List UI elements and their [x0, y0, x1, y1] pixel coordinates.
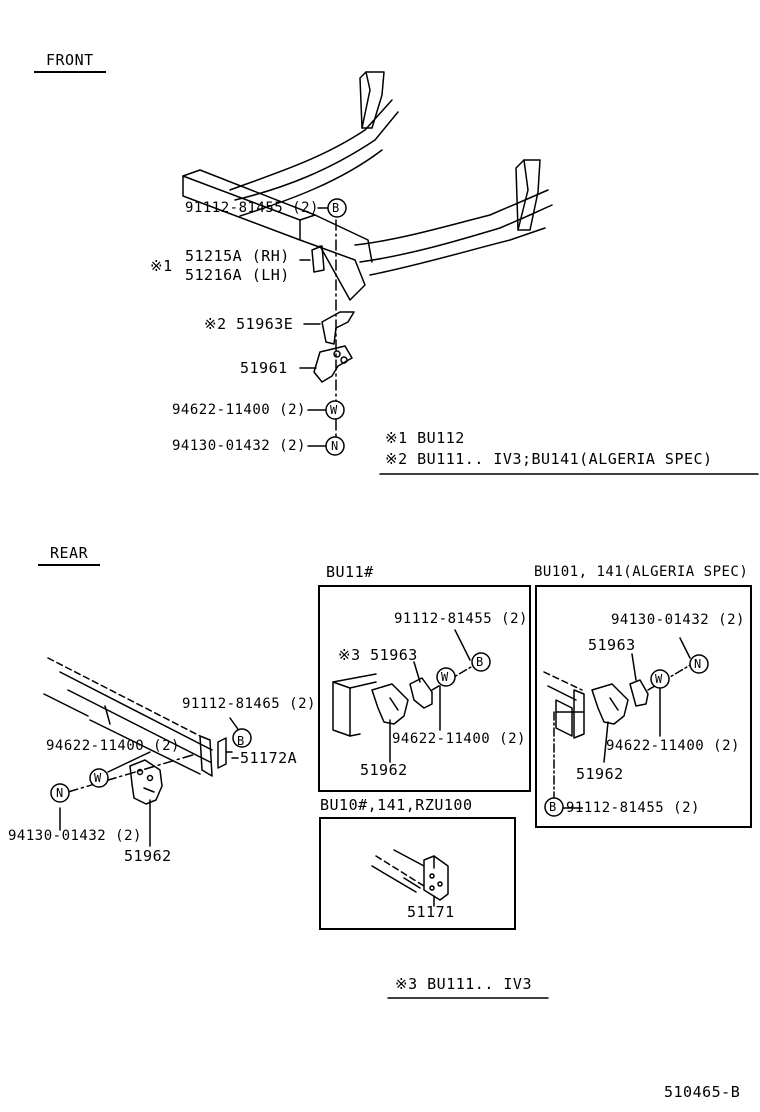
rear-bolt-label: 91112-81465 (2)	[182, 696, 316, 712]
alg-bolt-label: 91112-81455 (2)	[566, 800, 700, 816]
note-3: ※3 BU111.. IV3	[395, 975, 532, 993]
rear-bolt-symbol-letter: B	[237, 734, 245, 748]
alg-hook-label: 51962	[576, 765, 624, 783]
bu11-bracket-label: ※3 51963	[338, 646, 418, 664]
alg-bracket-label: 51963	[588, 636, 636, 654]
front-note-1: ※1 BU112	[385, 429, 465, 447]
alg-nut-symbol-letter: N	[694, 657, 702, 671]
rear-bolt-symbol-icon	[232, 728, 252, 748]
front-bracket-rh-label: 51215A (RH)	[185, 247, 290, 265]
rear-bracket-label: 51172A	[240, 749, 298, 767]
inset-bu10-title: BU10#,141,RZU100	[320, 796, 473, 814]
rear-washer-symbol-icon	[89, 768, 109, 788]
alg-bolt-leader	[563, 807, 583, 809]
rear-frame-drawing	[43, 657, 239, 777]
alg-washer-symbol-letter: W	[655, 672, 663, 686]
rear-nut-symbol-letter: N	[56, 786, 64, 800]
rear-washer-symbol-letter: W	[94, 771, 102, 785]
front-nut-symbol-letter: N	[331, 439, 339, 453]
front-nut-label: 94130-01432 (2)	[172, 438, 306, 454]
inset-bu10-box	[319, 817, 516, 930]
inset-algeria-title: BU101, 141(ALGERIA SPEC)	[534, 564, 749, 580]
front-bracket-mark: ※1	[150, 257, 173, 275]
inset-bu11-title: BU11#	[326, 563, 374, 581]
drawing-number: 510465-B	[664, 1083, 741, 1101]
bu11-hook-label: 51962	[360, 761, 408, 779]
front-washer-symbol-letter: W	[330, 403, 338, 417]
front-bracket-lh-label: 51216A (LH)	[185, 266, 290, 284]
inset-algeria-box	[535, 585, 752, 828]
front-nut-symbol-icon	[325, 436, 345, 456]
bu11-bolt-label: 91112-81455 (2)	[394, 611, 528, 627]
inset-bu11-drawing	[332, 629, 477, 763]
alg-nut-symbol-icon	[689, 654, 709, 674]
front-hook-bracket-label: ※2 51963E	[204, 315, 294, 333]
inset-bu11-box	[318, 585, 531, 792]
alg-bolt-symbol-letter: B	[549, 800, 557, 814]
front-hook-bracket-drawing	[321, 311, 355, 345]
bu11-bolt-symbol-icon	[471, 652, 491, 672]
bu10-bracket-label: 51171	[407, 903, 455, 921]
bu11-washer-label: 94622-11400 (2)	[392, 731, 526, 747]
alg-nut-label: 94130-01432 (2)	[611, 612, 745, 628]
front-section-label: FRONT	[34, 52, 106, 73]
front-washer-symbol-icon	[325, 400, 345, 420]
alg-washer-label: 94622-11400 (2)	[606, 738, 740, 754]
bu11-bolt-symbol-letter: B	[476, 655, 484, 669]
inset-bu10-drawing	[371, 849, 449, 907]
alg-washer-symbol-icon	[650, 669, 670, 689]
rear-section-label: REAR	[38, 545, 101, 566]
rear-hook-drawing	[129, 759, 163, 805]
rear-nut-label: 94130-01432 (2)	[8, 828, 142, 844]
front-bolt-symbol-letter: B	[332, 201, 340, 215]
alg-bolt-symbol-icon	[544, 797, 564, 817]
bu11-washer-symbol-icon	[436, 667, 456, 687]
front-hook-drawing	[313, 345, 353, 383]
rear-washer-label: 94622-11400 (2)	[46, 738, 180, 754]
front-bolt-label: 91112-81455 (2)	[185, 200, 319, 216]
rear-nut-symbol-icon	[50, 783, 70, 803]
front-hook-label: 51961	[240, 359, 288, 377]
bu11-washer-symbol-letter: W	[441, 670, 449, 684]
front-frame-drawing	[182, 71, 553, 301]
rear-hook-label: 51962	[124, 847, 172, 865]
front-note-2: ※2 BU111.. IV3;BU141(ALGERIA SPEC)	[385, 450, 713, 468]
front-washer-label: 94622-11400 (2)	[172, 402, 306, 418]
front-bolt-symbol-icon	[327, 198, 347, 218]
